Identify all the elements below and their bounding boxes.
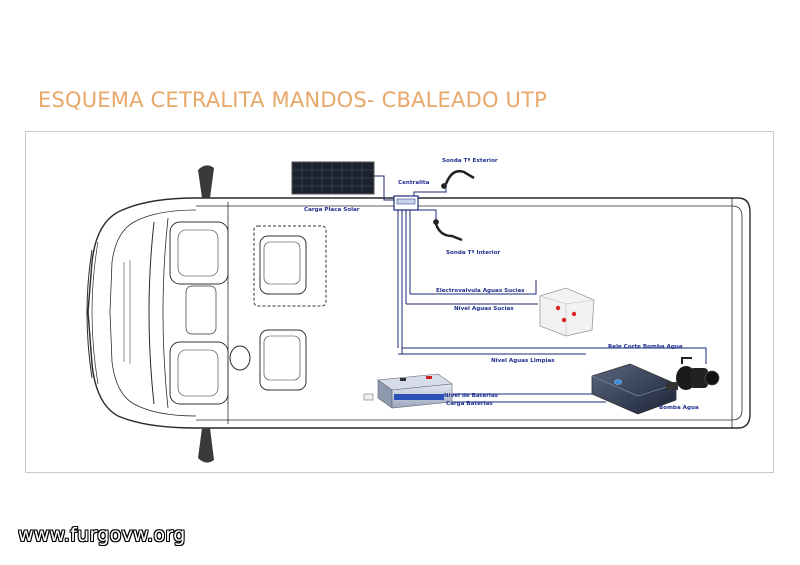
battery-icon bbox=[377, 373, 453, 409]
water-pump-icon bbox=[666, 357, 720, 390]
exterior-temp-probe-icon bbox=[441, 170, 475, 189]
diagram-frame: Centralita Carga Placa Solar Sonda Tª Ex… bbox=[25, 131, 774, 473]
interior-temp-probe-icon bbox=[433, 219, 463, 242]
watermark: www.furgovw.org bbox=[18, 524, 186, 546]
label-rele-corte: Rele Corte Bomba Agua bbox=[608, 344, 683, 350]
control-unit-icon bbox=[393, 195, 419, 211]
label-carga-placa-solar: Carga Placa Solar bbox=[304, 207, 360, 213]
grey-water-tank-icon bbox=[539, 287, 595, 337]
label-sonda-interior: Sonda Tª Interior bbox=[446, 249, 501, 256]
right-mirror-icon bbox=[198, 428, 214, 463]
label-electrovalvula: Electrovalvula Aguas Sucias bbox=[436, 288, 525, 294]
battery-sensor-icon bbox=[363, 393, 374, 401]
front-seats bbox=[169, 221, 229, 405]
solar-panel-icon bbox=[291, 161, 375, 195]
rear-seats bbox=[253, 225, 327, 391]
van-outline bbox=[86, 197, 751, 429]
label-nivel-baterias: Nivel de Baterias bbox=[444, 393, 499, 399]
page-title: ESQUEMA CETRALITA MANDOS- CBALEADO UTP bbox=[38, 88, 548, 112]
wiring bbox=[374, 175, 707, 403]
label-nivel-aguas-sucias: Nivel Aguas Sucias bbox=[454, 306, 514, 312]
label-nivel-aguas-limpias: Nivel Aguas Limpias bbox=[491, 358, 555, 364]
label-sonda-exterior: Sonda Tª Exterior bbox=[442, 157, 498, 164]
label-bomba-agua: Bomba Agua bbox=[659, 405, 699, 411]
left-mirror-icon bbox=[198, 165, 214, 198]
van-wiring-diagram: Centralita Carga Placa Solar Sonda Tª Ex… bbox=[86, 157, 751, 463]
label-centralita: Centralita bbox=[398, 180, 430, 186]
label-carga-baterias: Carga Baterias bbox=[446, 401, 493, 407]
clean-water-tank-icon bbox=[591, 363, 677, 415]
